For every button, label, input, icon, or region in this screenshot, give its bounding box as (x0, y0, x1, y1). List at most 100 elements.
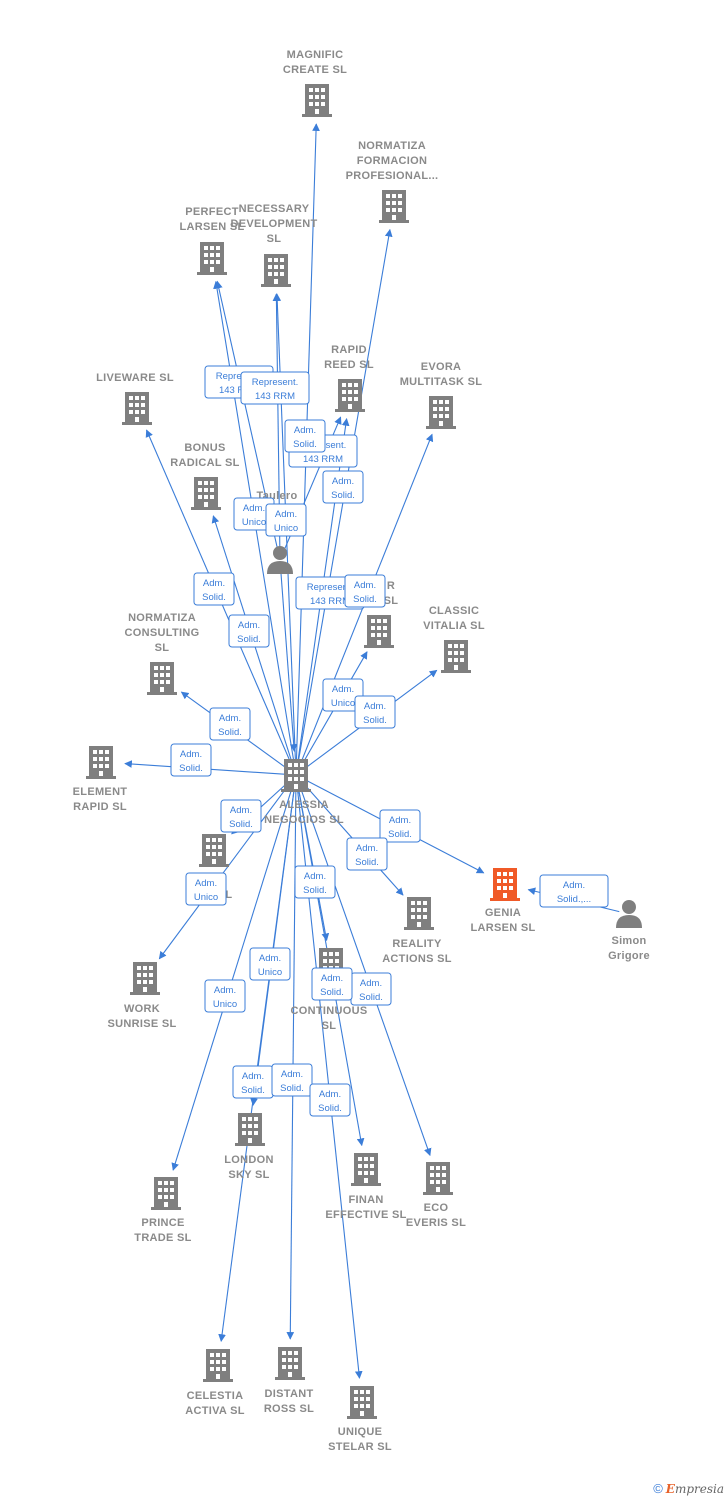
node-label: Grigore (608, 950, 650, 962)
edge-label[interactable]: Adm.Unico (233, 497, 275, 531)
edge-label[interactable]: Adm.Solid. (193, 572, 235, 606)
node-xsl[interactable]: RSL (364, 580, 398, 648)
node-label: RADICAL SL (170, 457, 239, 469)
edge-label-text: Adm. (230, 805, 252, 816)
node-label: GENIA (485, 907, 521, 919)
edge-label[interactable]: Adm.Solid. (354, 695, 396, 729)
edge-label-text: Solid. (388, 829, 412, 840)
node-label: NORMATIZA (128, 612, 196, 624)
node-label: NECESSARY (239, 203, 310, 215)
edge-label-text: Solid. (241, 1085, 265, 1096)
edge-label[interactable]: Adm.Solid. (284, 419, 326, 453)
edge-label[interactable]: Adm.Solid. (309, 1083, 351, 1117)
building-icon (261, 254, 291, 287)
edge-label[interactable]: Adm.Unico (185, 872, 227, 906)
node-label: EFFECTIVE SL (325, 1209, 406, 1221)
building-icon (335, 379, 365, 412)
edge-label-text: Adm. (275, 509, 297, 520)
edge-label-text: Adm. (219, 713, 241, 724)
edge-label-text: Unico (242, 517, 266, 528)
person-icon (616, 900, 642, 928)
edge-label[interactable]: Adm.Solid. (379, 809, 421, 843)
edge-label[interactable]: Adm.Unico (204, 979, 246, 1013)
building-icon (423, 1162, 453, 1195)
edge-label-text: Adm. (321, 973, 343, 984)
node-label: SKY SL (228, 1169, 269, 1181)
edge-taulero-alessia (280, 569, 298, 752)
edge-label-text: Adm. (294, 425, 316, 436)
edge-label[interactable]: Adm.Solid. (346, 837, 388, 871)
edge-label[interactable]: Adm.Unico (322, 678, 364, 712)
edge-label-text: 143 RRM (310, 596, 350, 607)
edge-label[interactable]: Adm. Solid. (344, 574, 386, 608)
edge-labels-layer: Adm.Solid.Represent.143 RRMRepresent.143… (170, 365, 609, 1117)
building-icon (281, 759, 311, 792)
footer: © Empresia (653, 1481, 724, 1496)
edge-label[interactable]: Adm.Solid. (322, 470, 364, 504)
brand-logo[interactable]: Empresia (665, 1481, 724, 1496)
edge-label-text: Adm. (214, 985, 236, 996)
node-label: ELEMENT (73, 786, 128, 798)
edge-label[interactable]: Adm.Unico (265, 503, 307, 537)
edge-label-text: Adm. (354, 580, 376, 591)
edge-label[interactable]: Adm.Solid. (271, 1063, 313, 1097)
edge-label[interactable]: Adm.Solid. (170, 743, 212, 777)
edge-label[interactable]: Adm.Solid.,... (539, 874, 609, 908)
building-icon (151, 1177, 181, 1210)
edge-label[interactable]: Adm. Solid. (209, 707, 251, 741)
node-label: LONDON (224, 1154, 273, 1166)
edge-label-text: Unico (331, 698, 355, 709)
building-icon (426, 396, 456, 429)
edge-label[interactable]: Adm.Solid. (232, 1065, 274, 1099)
node-label: TRADE SL (134, 1232, 191, 1244)
edge-label[interactable]: Adm.Solid. (350, 972, 392, 1006)
edge-label[interactable]: Adm.Solid. (220, 799, 262, 833)
edge-label[interactable]: Represent.143 RRM (240, 371, 310, 405)
building-icon (191, 477, 221, 510)
node-normatiza_form[interactable]: NORMATIZAFORMACIONPROFESIONAL... (346, 140, 439, 223)
edge-label[interactable]: Adm.Solid. (294, 865, 336, 899)
edge-label-text: Solid. (179, 763, 203, 774)
node-london[interactable]: LONDON SKY SL (224, 1113, 273, 1181)
edge-label-text: Solid. (280, 1083, 304, 1094)
building-icon (130, 962, 160, 995)
edge-label[interactable]: Adm.Solid. (311, 967, 353, 1001)
node-label: CELESTIA (187, 1390, 244, 1402)
edge-label[interactable]: Adm.Solid. (228, 614, 270, 648)
node-label: DISTANT (265, 1388, 314, 1400)
edge-label-text: Solid. (218, 727, 242, 738)
node-label: MULTITASK SL (400, 376, 483, 388)
building-icon (203, 1349, 233, 1382)
edge-label-text: Solid. (353, 594, 377, 605)
edge-alessia-prince (171, 784, 294, 1171)
node-label: CREATE SL (283, 64, 347, 76)
edge-label-text: Solid. (355, 857, 379, 868)
node-liveware[interactable]: LIVEWARE SL (96, 372, 174, 425)
building-icon (199, 834, 229, 867)
edge-label[interactable]: Adm.Unico (249, 947, 291, 981)
edge-label-text: Solid. (359, 992, 383, 1003)
building-icon (235, 1113, 265, 1146)
edge-label-text: 143 RRM (255, 391, 295, 402)
